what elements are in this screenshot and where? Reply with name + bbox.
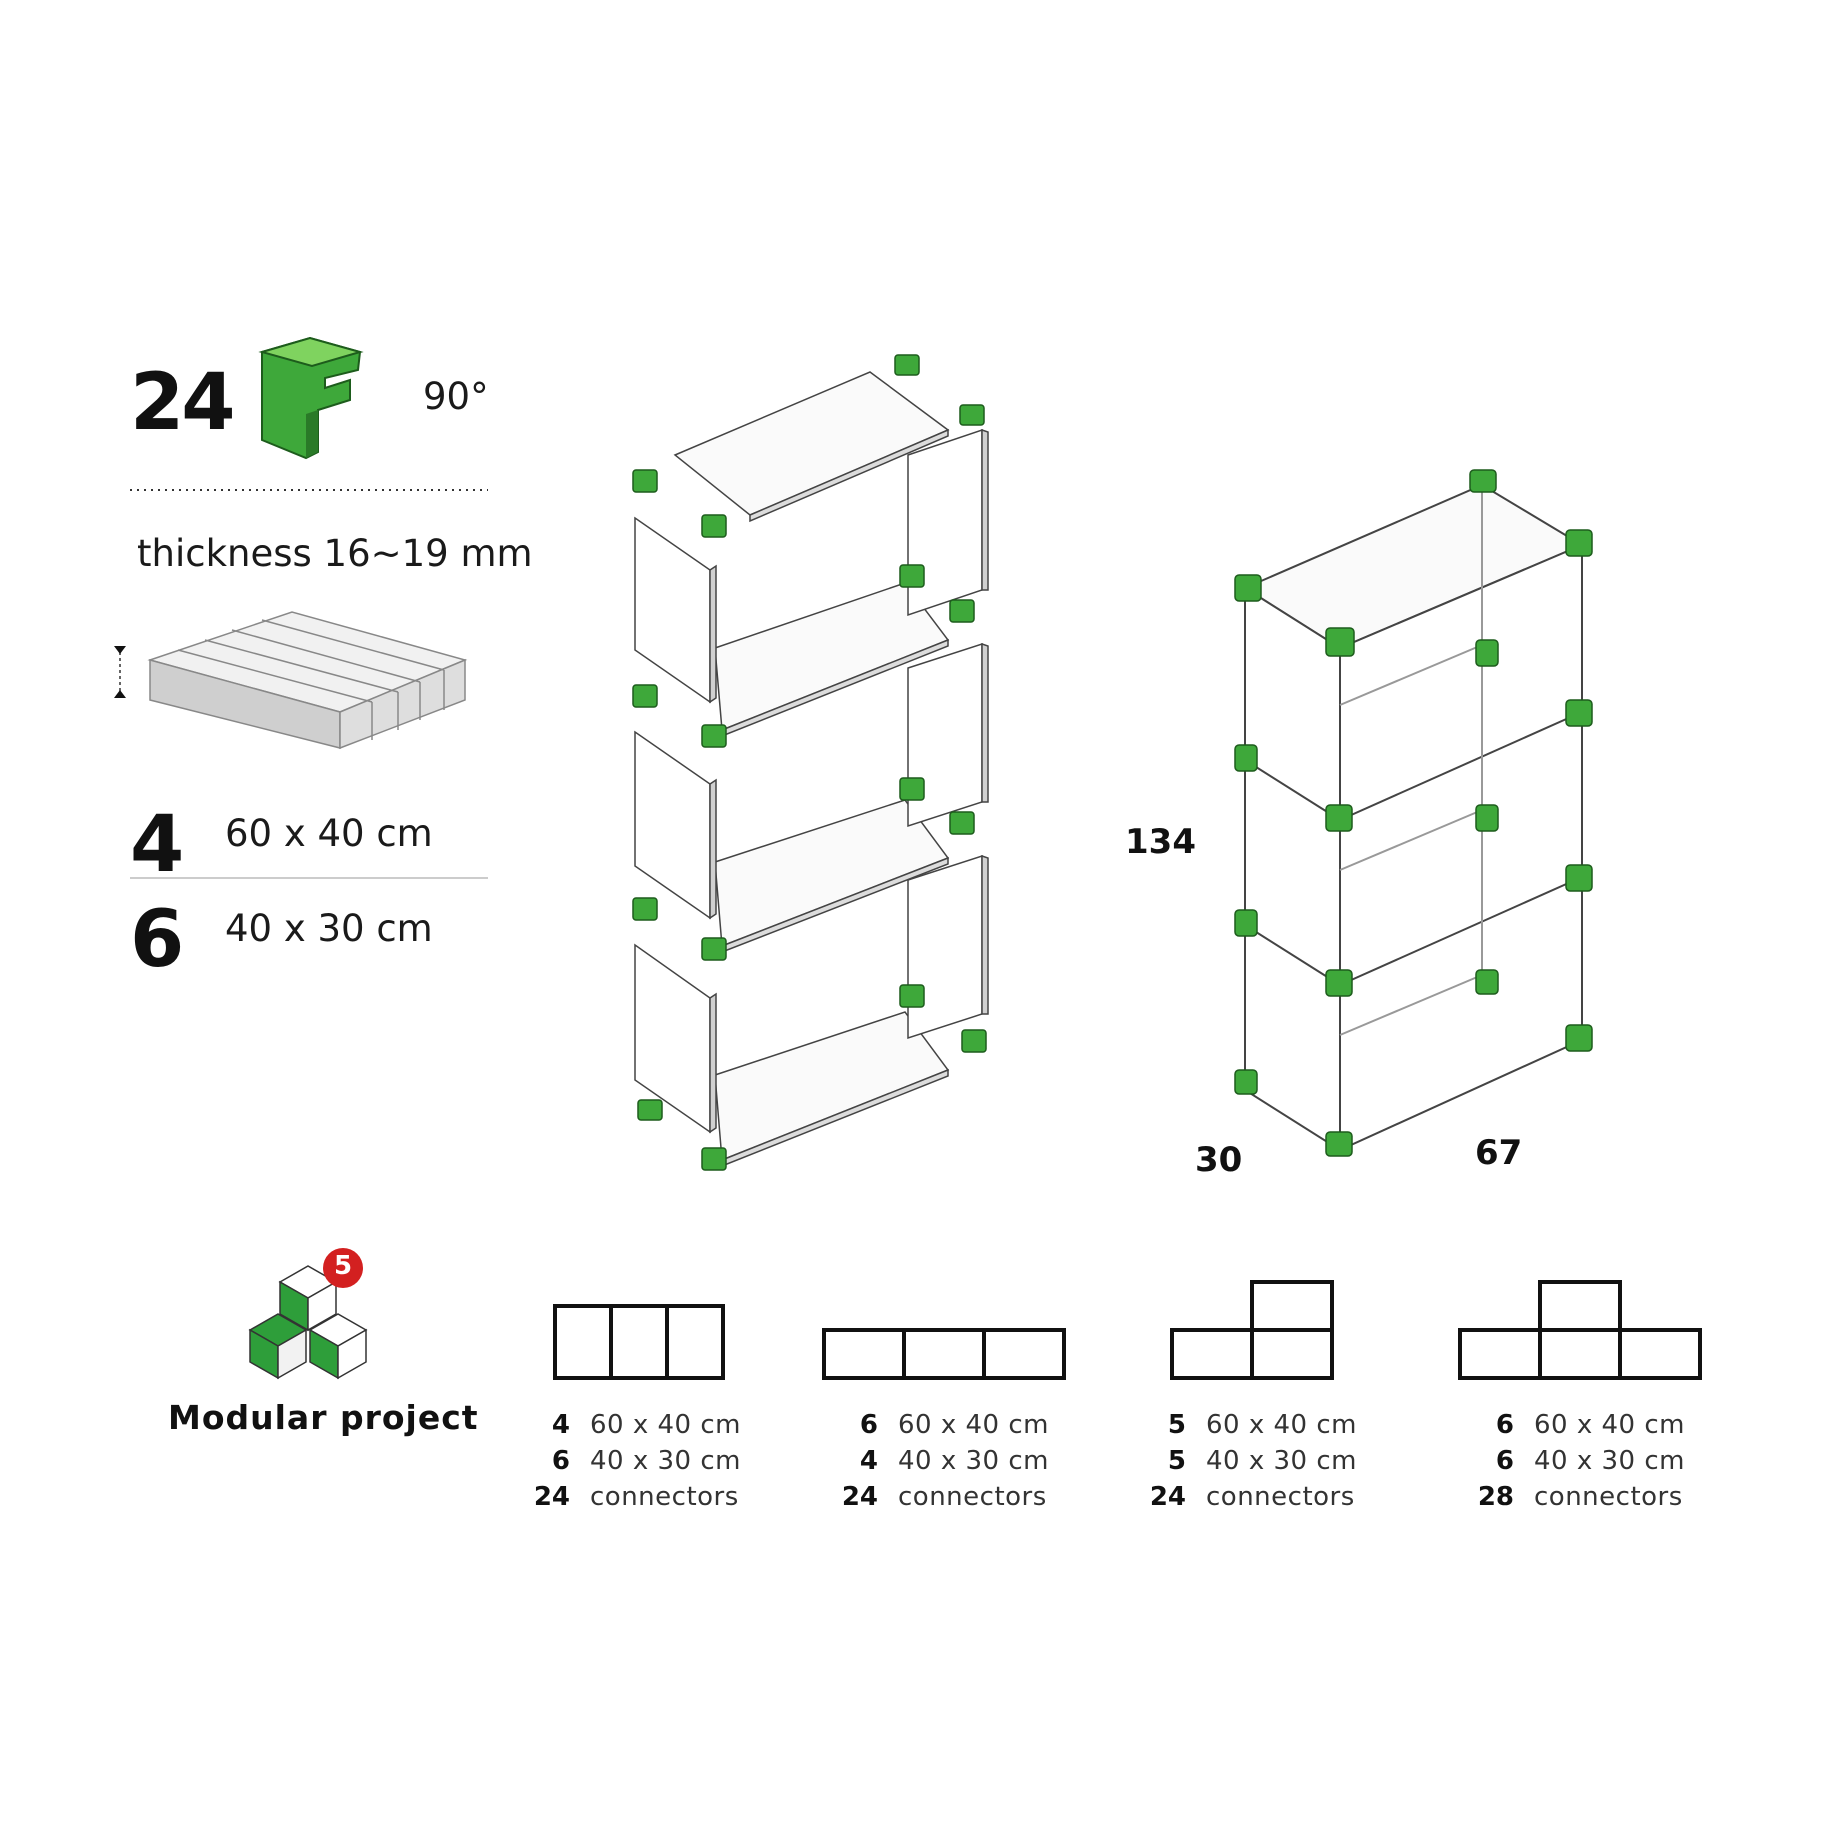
config-1-icon (553, 1304, 725, 1380)
config-4-count-large: 6 (1495, 1410, 1514, 1440)
config-2-count-connectors: 24 (841, 1482, 878, 1512)
config-4-count-connectors: 28 (1477, 1482, 1514, 1512)
thickness-label: thickness 16~19 mm (137, 532, 533, 575)
config-2-size-large: 60 x 40 cm (898, 1410, 1049, 1440)
config-3-icon (1170, 1280, 1334, 1380)
plank-board-icon (147, 611, 468, 750)
project-label: Modular project (168, 1398, 479, 1437)
dimension-width: 67 (1475, 1133, 1523, 1173)
config-4-icon (1458, 1280, 1702, 1380)
config-3-count-small: 5 (1167, 1446, 1186, 1476)
config-1-size-small: 40 x 30 cm (590, 1446, 741, 1476)
config-1-spec: 4 60 x 40 cm 6 40 x 30 cm 24 connectors (516, 1407, 746, 1515)
config-3-connectors: connectors (1206, 1482, 1355, 1512)
config-2-size-small: 40 x 30 cm (898, 1446, 1049, 1476)
config-4-size-small: 40 x 30 cm (1534, 1446, 1685, 1476)
panel-size-2: 40 x 30 cm (225, 907, 433, 950)
config-2-connectors: connectors (898, 1482, 1047, 1512)
config-2-count-large: 6 (859, 1410, 878, 1440)
connector-angle: 90° (423, 375, 489, 418)
project-badge: 5 (333, 1251, 353, 1281)
assembled-connectors (1234, 469, 1593, 1157)
config-2-spec: 6 60 x 40 cm 4 40 x 30 cm 24 connectors (824, 1407, 1054, 1515)
config-3-size-large: 60 x 40 cm (1206, 1410, 1357, 1440)
config-2-icon (822, 1328, 1066, 1380)
panel-count-2: 6 (130, 895, 184, 985)
connector-90-icon (258, 336, 364, 460)
config-4-connectors: connectors (1534, 1482, 1683, 1512)
config-4-spec: 6 60 x 40 cm 6 40 x 30 cm 28 connectors (1460, 1407, 1690, 1515)
dimension-depth: 30 (1195, 1140, 1243, 1180)
thickness-arrow-icon (114, 646, 126, 698)
config-3-count-large: 5 (1167, 1410, 1186, 1440)
config-3-spec: 5 60 x 40 cm 5 40 x 30 cm 24 connectors (1132, 1407, 1362, 1515)
config-1-count-connectors: 24 (533, 1482, 570, 1512)
dimension-height: 134 (1125, 822, 1196, 862)
panel-count-1: 4 (130, 800, 184, 890)
config-3-size-small: 40 x 30 cm (1206, 1446, 1357, 1476)
config-1-connectors: connectors (590, 1482, 739, 1512)
config-4-size-large: 60 x 40 cm (1534, 1410, 1685, 1440)
config-3-count-connectors: 24 (1149, 1482, 1186, 1512)
config-1-size-large: 60 x 40 cm (590, 1410, 741, 1440)
connector-count: 24 (130, 358, 236, 448)
config-1-count-large: 4 (551, 1410, 570, 1440)
panel-size-1: 60 x 40 cm (225, 812, 433, 855)
config-4-count-small: 6 (1495, 1446, 1514, 1476)
badge-circle (323, 1248, 363, 1288)
config-2-count-small: 4 (859, 1446, 878, 1476)
exploded-connectors (632, 354, 987, 1171)
config-1-count-small: 6 (551, 1446, 570, 1476)
